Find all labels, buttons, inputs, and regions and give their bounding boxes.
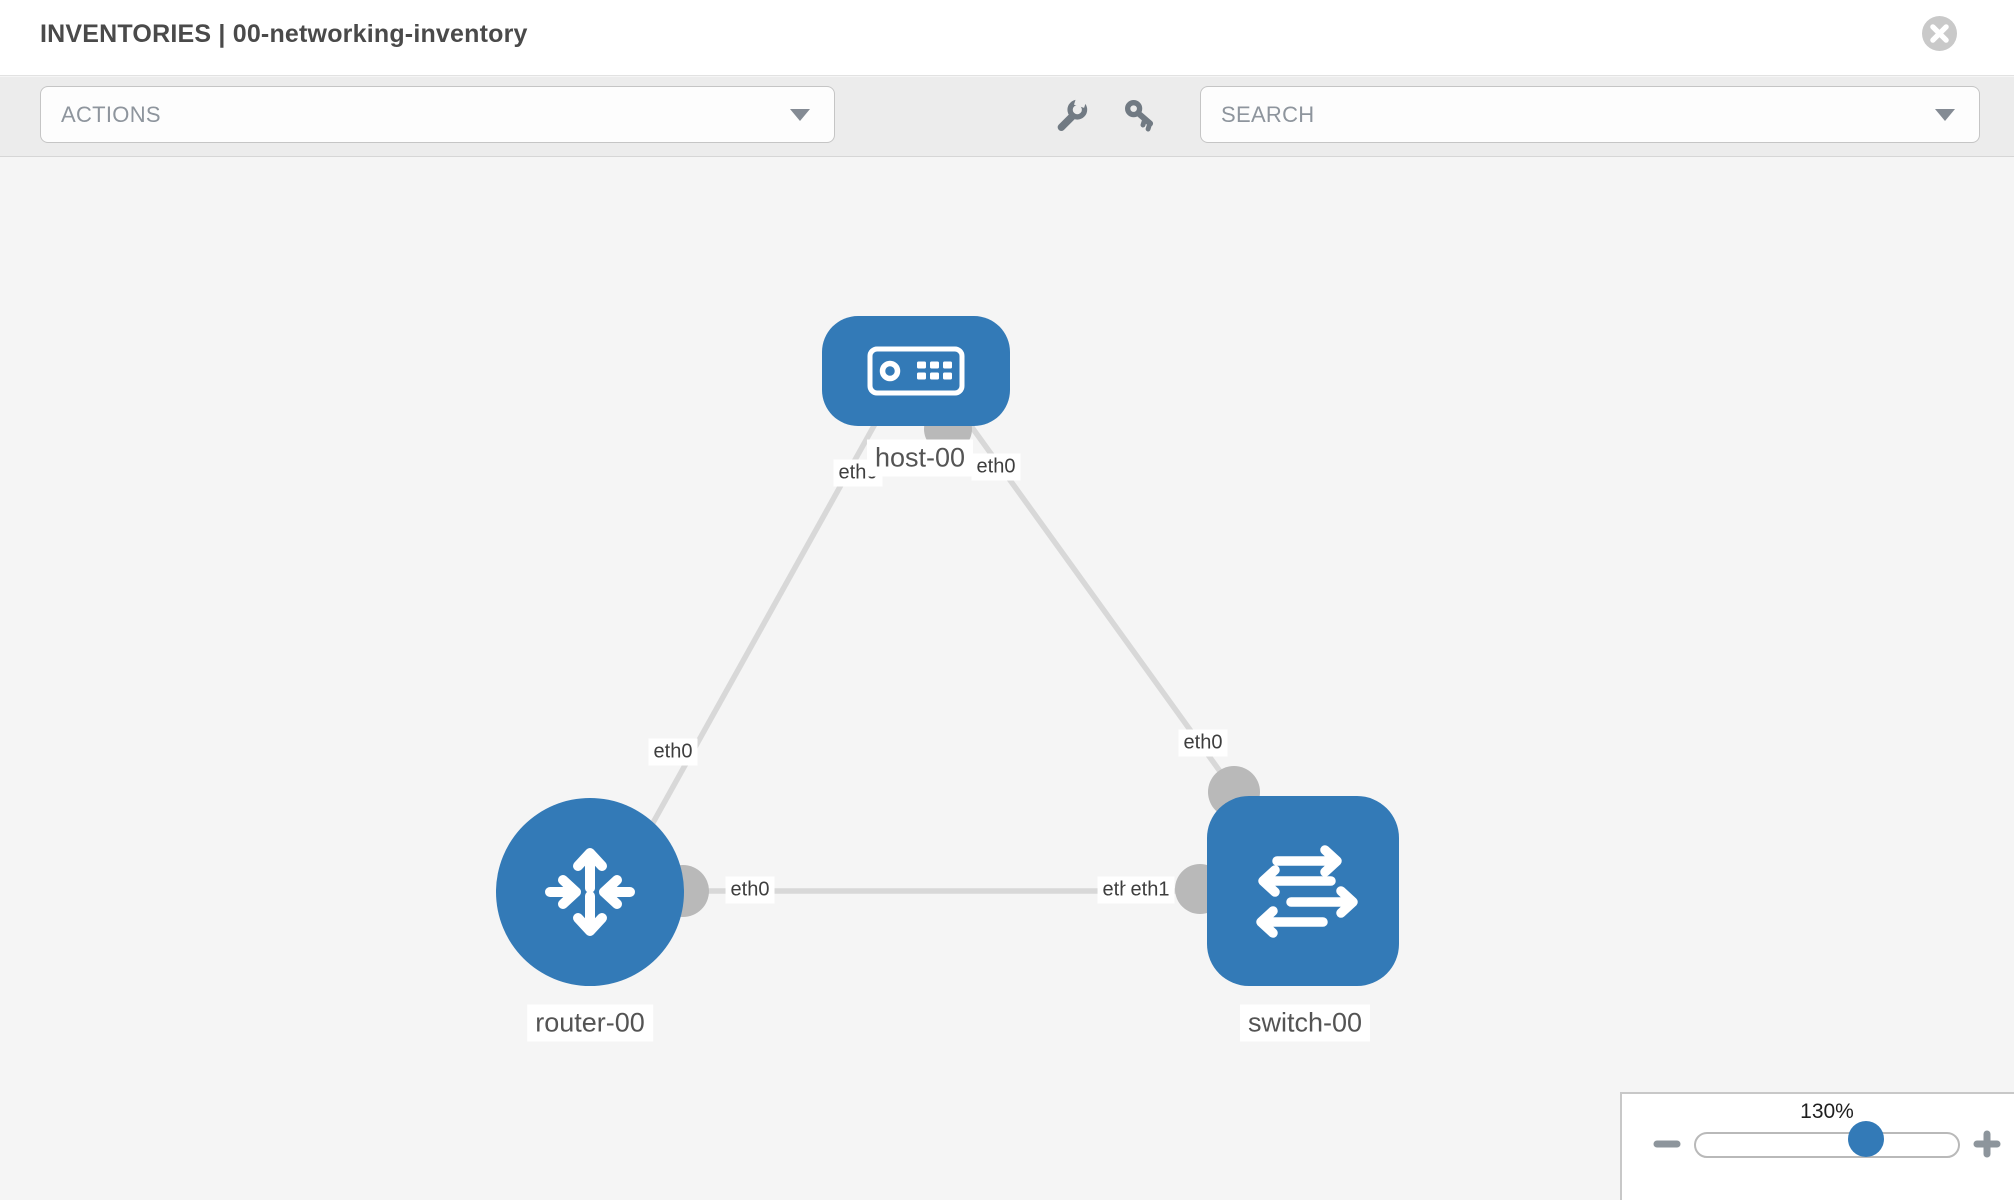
iface-label: eth0 — [971, 453, 1021, 481]
zoom-level: 130% — [1800, 1100, 1854, 1123]
credentials-button[interactable] — [1115, 90, 1165, 140]
iface-label: eth1 — [1125, 876, 1175, 904]
configure-button[interactable] — [1047, 90, 1097, 140]
topology-canvas[interactable]: eth0 eth0 eth0 eth0 eth0 eth0 eth1 host-… — [0, 158, 2014, 1200]
node-host[interactable] — [822, 316, 1010, 426]
node-label-router: router-00 — [527, 1004, 653, 1042]
iface-label: eth0 — [725, 876, 775, 904]
node-label-switch: switch-00 — [1239, 1004, 1371, 1042]
modal-header: INVENTORIES | 00-networking-inventory — [0, 0, 2014, 76]
zoom-out-button[interactable] — [1645, 1122, 1689, 1166]
actions-dropdown[interactable]: ACTIONS — [40, 86, 835, 143]
host-icon — [867, 346, 965, 396]
plus-icon — [1973, 1130, 2001, 1158]
connection-points — [657, 405, 1260, 917]
router-icon — [545, 848, 635, 936]
minus-icon — [1653, 1140, 1681, 1148]
zoom-slider-handle[interactable] — [1848, 1121, 1884, 1157]
page-title: INVENTORIES | 00-networking-inventory — [40, 20, 528, 49]
switch-icon — [1256, 845, 1358, 938]
zoom-in-button[interactable] — [1965, 1122, 2009, 1166]
iface-label: eth0 — [1178, 729, 1228, 757]
actions-dropdown-label: ACTIONS — [61, 101, 161, 127]
node-label-host: host-00 — [866, 439, 974, 477]
node-router[interactable] — [496, 798, 684, 986]
breadcrumb-separator: | — [211, 20, 233, 48]
node-switch[interactable] — [1207, 796, 1399, 986]
search-dropdown[interactable]: SEARCH — [1200, 86, 1980, 143]
inventory-name: 00-networking-inventory — [232, 20, 528, 48]
close-button[interactable] — [1922, 16, 1957, 51]
close-icon — [1930, 24, 1949, 43]
zoom-slider-track[interactable] — [1694, 1132, 1960, 1158]
key-icon — [1125, 100, 1154, 132]
caret-down-icon — [1935, 109, 1955, 121]
zoom-panel: 130% — [1620, 1092, 2014, 1200]
wrench-icon — [1057, 98, 1088, 131]
caret-down-icon — [790, 109, 810, 121]
iface-label: eth0 — [648, 738, 698, 766]
toolbar: ACTIONS SEARCH — [0, 77, 2014, 157]
search-dropdown-label: SEARCH — [1221, 101, 1315, 127]
breadcrumb-section: INVENTORIES — [40, 20, 212, 48]
